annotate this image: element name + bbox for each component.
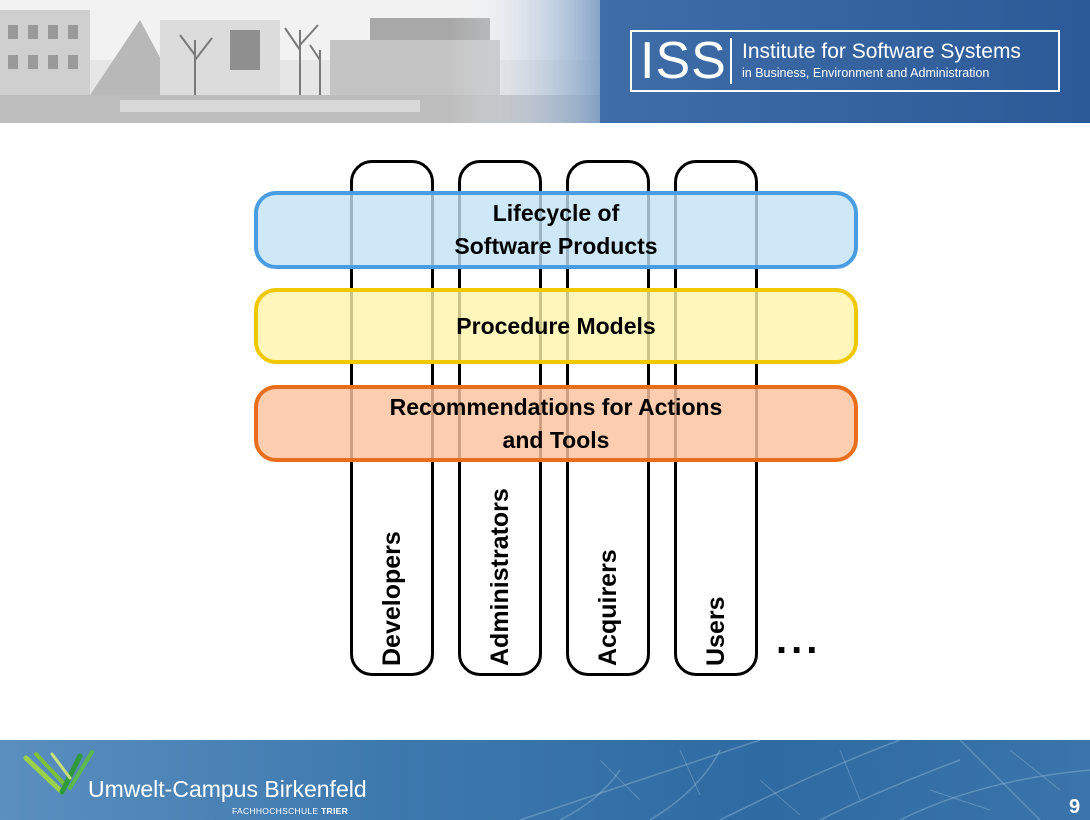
pillar-label-developers: Developers [378, 531, 406, 666]
iss-logo-frame [630, 30, 1060, 92]
campus-subtitle-prefix: FACHHOCHSCHULE [232, 806, 319, 816]
header-divider [0, 123, 1090, 126]
band-recommendations-line1: Recommendations for Actions [389, 393, 723, 420]
band-recommendations-line2: and Tools [502, 426, 610, 453]
campus-subtitle: FACHHOCHSCHULE TRIER [232, 806, 348, 816]
campus-leaf-logo-icon [23, 750, 94, 795]
pillar-label-users: Users [702, 596, 730, 667]
logo-separator [730, 38, 732, 84]
campus-name: Umwelt-Campus Birkenfeld [88, 776, 367, 802]
band-procedure-models-label: Procedure Models [456, 312, 656, 339]
institute-name: Institute for Software Systems [742, 40, 1021, 63]
band-recommendations: Recommendations for Actions and Tools [254, 385, 858, 462]
campus-subtitle-emphasis: TRIER [321, 806, 349, 816]
slide-footer [0, 740, 1090, 820]
band-lifecycle-line2: Software Products [454, 233, 658, 259]
band-lifecycle-line1: Lifecycle of [492, 200, 620, 226]
pillar-label-administrators: Administrators [486, 488, 514, 666]
band-procedure-models: Procedure Models [254, 288, 858, 364]
leaf-texture-background [519, 740, 1090, 820]
institute-subtitle: in Business, Environment and Administrat… [742, 66, 990, 80]
band-lifecycle: Lifecycle of Software Products [254, 191, 858, 269]
slide-header: ISS Institute for Software Systems in Bu… [0, 0, 1090, 126]
pillar-label-acquirers: Acquirers [594, 549, 622, 666]
iss-logo: ISS [640, 32, 727, 90]
campus-photo-image [0, 0, 600, 125]
more-groups-ellipsis: ... [776, 618, 822, 662]
page-number: 9 [1069, 796, 1081, 818]
